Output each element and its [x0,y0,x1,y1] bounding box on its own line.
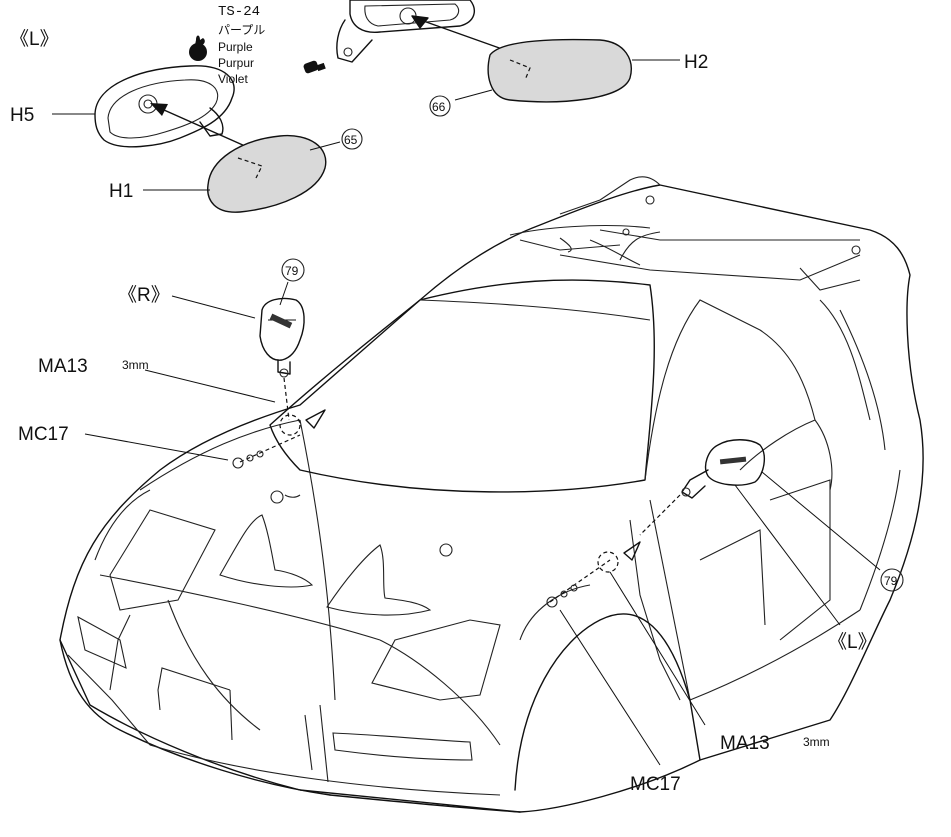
paint-code: TS-24 [218,4,260,20]
screw-assembly-top [232,409,326,469]
label-mc17-top: MC17 [18,424,69,445]
label-ma13-bottom-size: 3mm [803,735,830,749]
mirror-housing-h5: H5 [10,65,246,148]
label-right: 《R》 [118,284,170,306]
screw-assembly-bottom [546,541,706,766]
label-h5: H5 [10,105,34,126]
car-body [59,176,924,813]
callout-65: 65 [344,133,358,147]
paint-name-en: Purple [218,40,253,54]
mirror-housing-top-right [336,0,506,63]
paint-legend: TS-24 パープル Purple Purpur Violet [189,4,265,86]
callout-66: 66 [432,100,446,114]
label-ma13-top: MA13 [38,356,88,377]
label-ma13-bottom: MA13 [720,733,770,754]
mirror-glass-h2: H2 66 [429,38,708,117]
mirror-l-part: 79 [639,439,904,592]
label-ma13-top-size: 3mm [122,358,149,372]
screw-icon [303,60,326,74]
mirror-glass-h1: 65 H1 [109,128,363,213]
label-h2: H2 [684,52,708,73]
paint-bottle-icon [189,35,207,61]
label-left-top: 《L》 [10,28,59,50]
mirror-r-part: 79 [259,258,305,421]
paint-name-fr: Violet [218,72,248,86]
callout-79-right: 79 [884,574,898,588]
label-left-bottom: 《L》 [828,631,877,653]
callout-79-top: 79 [285,264,299,278]
paint-name-jp: パープル [218,23,265,37]
paint-name-de: Purpur [218,56,254,70]
label-mc17-bottom: MC17 [630,774,681,795]
label-h1: H1 [109,181,133,202]
